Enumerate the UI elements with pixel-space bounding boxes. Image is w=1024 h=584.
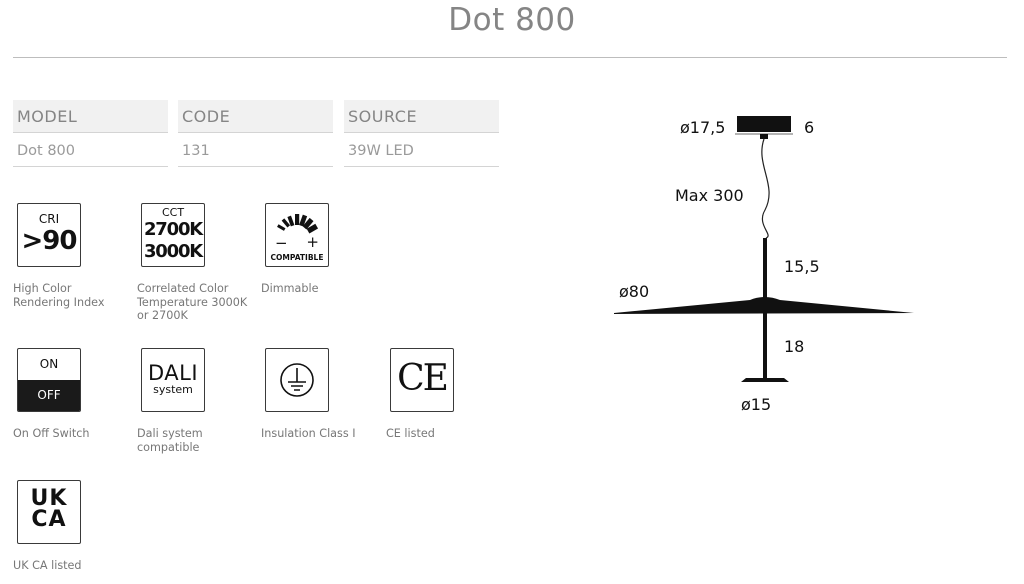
divider [13,57,1007,58]
ukca-mark-icon: UK CA [17,480,81,544]
dali-icon: DALI system [141,348,205,412]
spec-code-value: 131 [178,133,333,167]
cct-icon: CCT 2700K 3000K [141,203,205,267]
dim-canopy-diameter: ø17,5 [680,118,726,137]
feature-insulation-caption: Insulation Class I [261,427,356,440]
pendant-lamp-drawing [614,116,914,382]
spec-model-value: Dot 800 [13,133,168,167]
canopy-shape [737,116,791,132]
dimmable-icon: − + COMPATIBLE [265,203,329,267]
dim-upper-stem: 15,5 [784,257,820,276]
insulation-class-icon [265,348,329,412]
feature-onoff: ON OFF On Off Switch [13,348,131,441]
dimmer-arc-icon [277,214,319,234]
feature-ukca-caption: UK CA listed [13,559,82,572]
feature-cri: CRI >90 High Color Rendering Index [13,203,131,309]
feature-dimmable: − + COMPATIBLE Dimmable [261,203,379,296]
dim-base-diameter: ø15 [741,395,772,414]
feature-cri-caption: High Color Rendering Index [13,282,105,309]
feature-ce-caption: CE listed [386,427,435,440]
protective-earth-icon [280,363,314,397]
shade-shape [614,297,914,314]
feature-dimmable-caption: Dimmable [261,282,319,295]
feature-insulation: Insulation Class I [261,348,379,441]
feature-cct: CCT 2700K 3000K Correlated Color Tempera… [137,203,255,323]
dim-shade-diameter: ø80 [619,282,650,301]
spec-source-label: SOURCE [344,100,499,133]
dim-canopy-height: 6 [804,118,815,137]
lower-stem [763,313,767,378]
feature-ce: CE CE listed [386,348,504,441]
plus-icon: + [306,233,319,251]
page-title: Dot 800 [448,2,576,38]
spec-model-label: MODEL [13,100,168,133]
feature-cct-caption: Correlated Color Temperature 3000K or 27… [137,282,248,322]
dim-lower-stem: 18 [784,337,805,356]
feature-ukca: UK CA UK CA listed [13,480,131,573]
feature-dali-caption: Dali system compatible [137,427,203,454]
canopy-connector [760,134,768,139]
product-diagram: ø17,5 6 Max 300 15,5 ø80 18 ø15 [560,95,980,435]
cable-line [761,138,770,239]
spec-source-value: 39W LED [344,133,499,167]
spec-model: MODEL Dot 800 [13,100,168,167]
ce-mark-icon: CE [390,348,454,412]
spec-code: CODE 131 [178,100,333,167]
spec-code-label: CODE [178,100,333,133]
dim-cable-length: Max 300 [675,186,744,205]
feature-dali: DALI system Dali system compatible [137,348,255,454]
minus-icon: − [275,234,288,252]
on-off-switch-icon: ON OFF [17,348,81,412]
spec-source: SOURCE 39W LED [344,100,499,167]
upper-stem [763,238,767,298]
cri-icon: CRI >90 [17,203,81,267]
feature-onoff-caption: On Off Switch [13,427,90,440]
base-disc [741,378,789,382]
